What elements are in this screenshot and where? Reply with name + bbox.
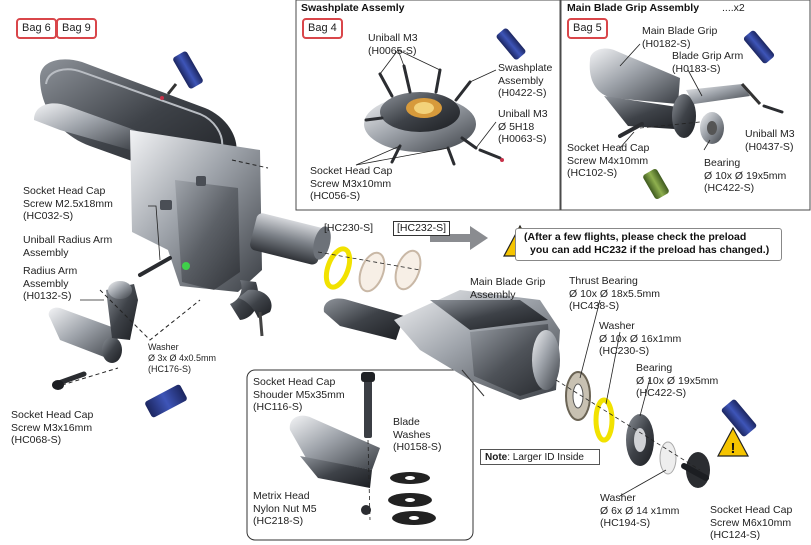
threadlock-bottle-icon: [743, 30, 775, 64]
bag-4-badge: Bag 4: [302, 18, 343, 39]
note-bold-label: Note: [485, 452, 508, 463]
label-main-blade-grip: Main Blade Grip(H0182-S): [642, 25, 718, 50]
bag-6-badge: Bag 6: [16, 18, 57, 39]
threadlock-bottle-icon: [496, 28, 526, 60]
hc232-washer: [358, 249, 422, 293]
washer-10-part: [593, 397, 615, 443]
blade-grip-panel-frame: [560, 0, 811, 211]
swashplate-part: [355, 49, 504, 166]
socket-m6-part: [681, 452, 710, 488]
larger-id-note: Note: Larger ID Inside: [480, 449, 600, 465]
inset-bolt-part: [289, 372, 436, 525]
arrow-right-icon: [430, 226, 488, 250]
label-swash-uniball-m3-a: Uniball M3(H0065-S): [368, 32, 418, 57]
hc230-washer: [323, 246, 353, 290]
blade-grip-quantity: ....x2: [722, 2, 745, 14]
threadlock-bottle-icon: [145, 384, 187, 418]
label-blade-grip-arm: Blade Grip Arm(H0183-S): [672, 50, 744, 75]
swashplate-panel-frame: [295, 0, 561, 211]
label-hc232: [HC232-S]: [393, 221, 451, 236]
leader-lines: [80, 43, 711, 497]
warning-triangle-icon: !: [716, 426, 750, 457]
bearing-10-part: [626, 414, 654, 466]
blade-bolt-inset-frame: [246, 369, 474, 541]
label-hc230: [HC230-S]: [324, 222, 374, 234]
main-rotor-head-part: [34, 59, 331, 390]
threadlock-bottle-icon: [721, 399, 757, 437]
note-text: : Larger ID Inside: [507, 452, 584, 463]
bag-9-badge: Bag 9: [56, 18, 97, 39]
blade-grip-part: [589, 48, 784, 144]
svg-text:!: !: [731, 440, 736, 457]
main-blade-grip-part: [323, 290, 560, 400]
thrust-bearing-part: [565, 371, 591, 421]
blade-grip-panel-title: Main Blade Grip Assembly: [567, 2, 700, 14]
threadlock-bottle-icon: [643, 168, 669, 200]
preload-warning-note: (After a few flights, please check the p…: [515, 228, 782, 261]
threadlock-bottle-icon: [160, 51, 203, 100]
swashplate-panel-title: Swashplate Assemly: [301, 2, 405, 14]
washer-6-part: [659, 441, 677, 475]
bag-5-badge: Bag 5: [567, 18, 608, 39]
label-grip-uniball-m3: Uniball M3(H0437-S): [745, 128, 795, 153]
